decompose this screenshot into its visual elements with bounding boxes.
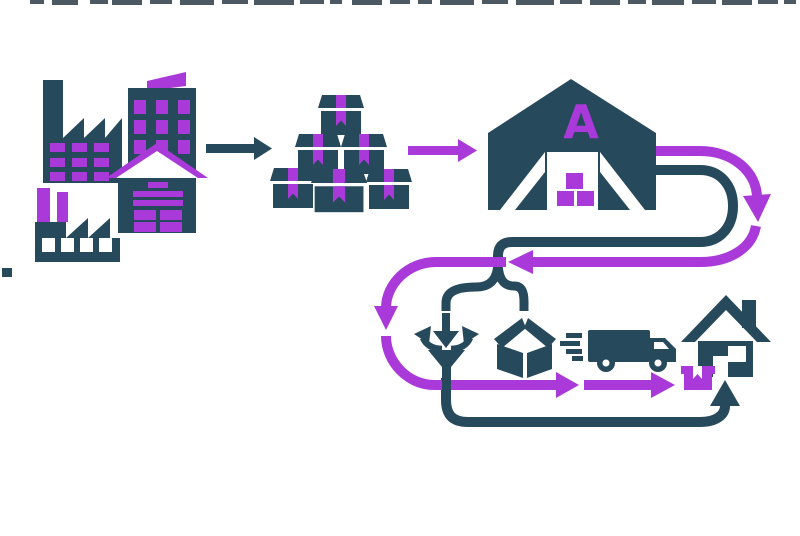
loop-path-teal <box>441 165 740 427</box>
split-connector <box>441 259 529 311</box>
factory-cluster-icon <box>2 72 208 277</box>
sort-funnel-icon <box>414 313 479 400</box>
delivery-truck-icon <box>560 330 676 372</box>
garage-icon <box>106 143 208 233</box>
warehouse-icon: A <box>488 79 656 210</box>
factory-back-icon <box>43 80 122 183</box>
factory-front-icon <box>2 188 120 277</box>
arrow-right-purple-icon <box>408 139 477 162</box>
package-icon <box>681 366 715 390</box>
arrow-right-teal-icon <box>206 137 272 160</box>
home-icon <box>681 295 771 377</box>
boxes-pyramid-icon <box>270 95 412 213</box>
loop-path-purple <box>374 146 771 398</box>
warehouse-letter: A <box>563 95 599 149</box>
top-edge-artifact <box>30 0 796 5</box>
arrow-up-teal-icon <box>710 380 740 406</box>
warehouse-boxes-icon <box>557 173 594 206</box>
open-box-icon <box>494 318 556 378</box>
